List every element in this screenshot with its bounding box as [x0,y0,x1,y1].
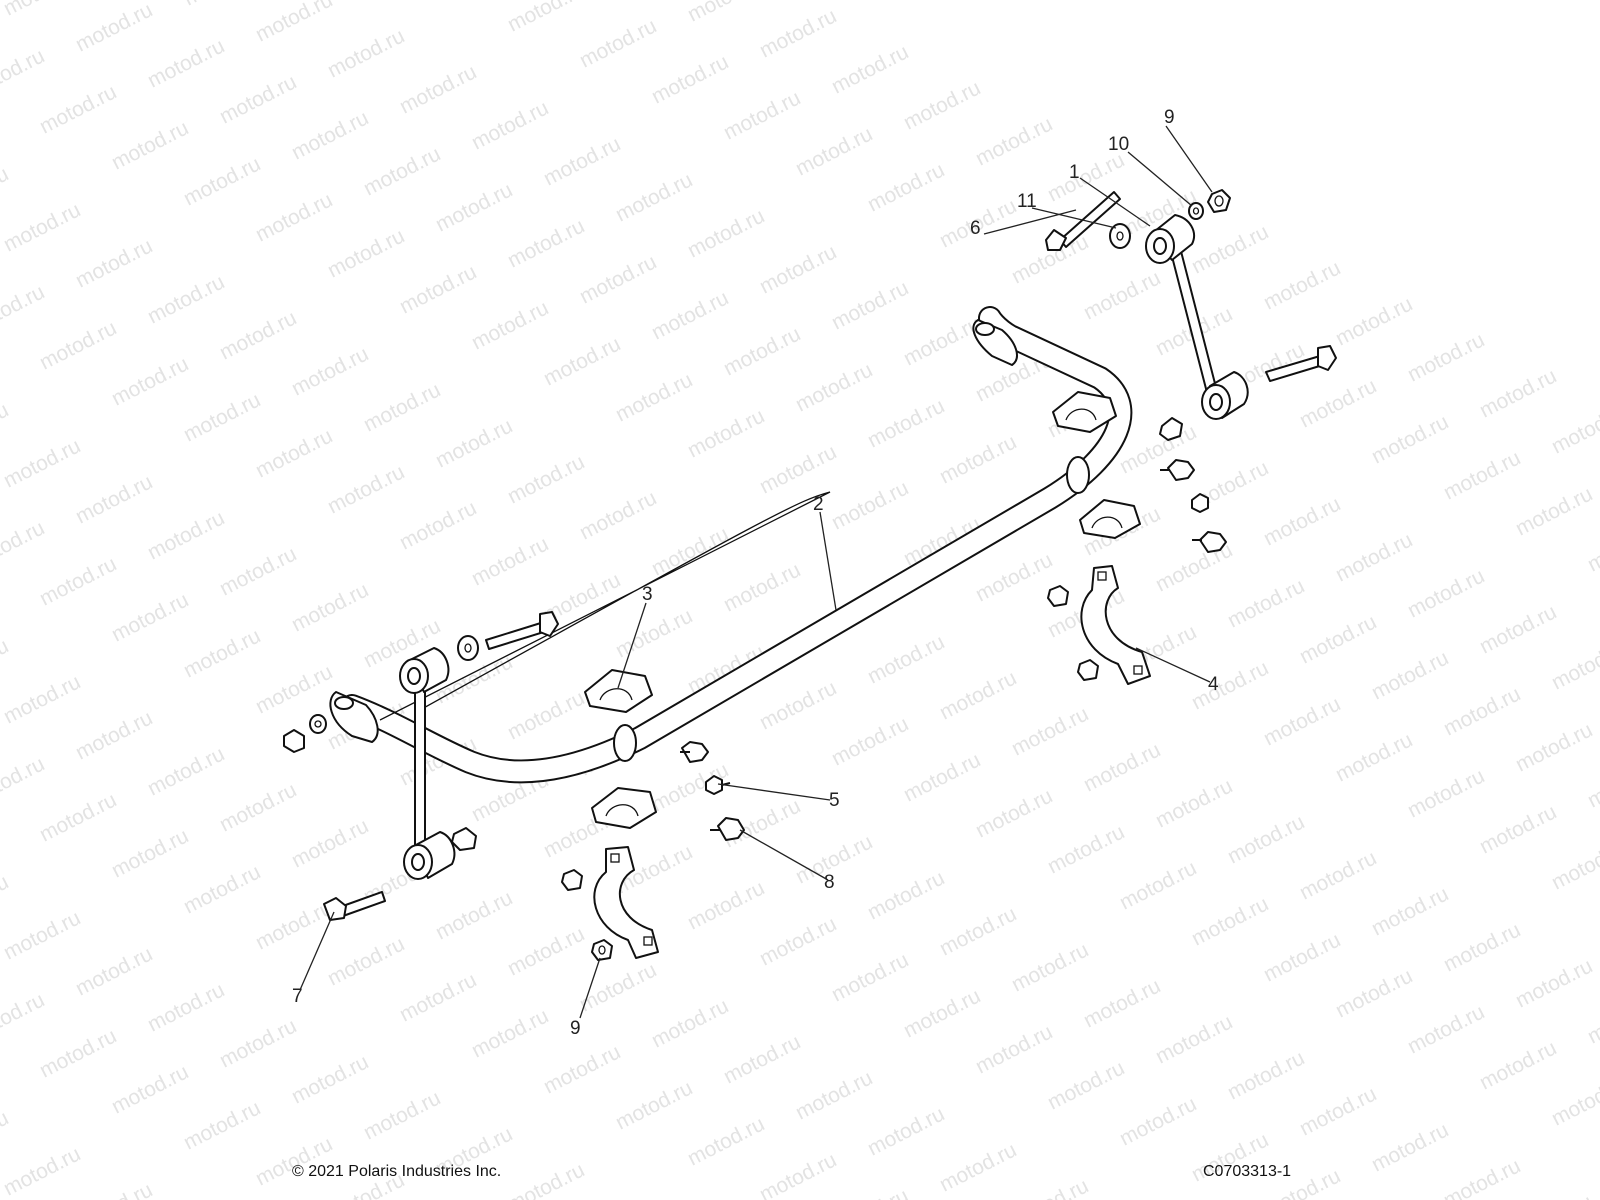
bushing-lower-right [1079,499,1141,539]
callout-5: 5 [829,790,840,811]
bushing-lower-left [591,787,657,829]
nut-right-link-bottom [1159,417,1183,441]
leader-lines [299,125,1213,1019]
callouts: 1 2 3 4 5 6 7 8 9 9 10 11 [292,107,1219,1039]
washer-left-end [309,714,327,734]
nut-9-lower [591,939,613,961]
bolt-right [1265,345,1337,382]
fastener-right [1191,493,1209,513]
rivet-right-1 [1160,459,1195,481]
rivet-right-2 [1192,531,1227,553]
washer-11 [1109,223,1131,249]
bolt-lower-left [323,891,386,921]
bushing-upper-left [584,669,653,713]
bolt-upper-right [1045,191,1121,251]
bushing-upper-right [1052,391,1117,433]
callout-2: 2 [813,494,824,515]
link-rod-right [1145,214,1249,420]
nut-clamp-right-bottom [1077,659,1099,681]
washer-center-left [457,635,479,661]
washer-10 [1188,202,1204,220]
callout-11: 11 [1017,191,1037,212]
callout-10: 10 [1108,134,1129,155]
nut-left-end [283,729,305,753]
clamp-right [1080,565,1151,685]
nut-lower-link [451,827,477,851]
bolt-center-left [485,611,559,650]
callout-6: 6 [970,218,981,239]
clamp-left [593,846,659,959]
callout-7: 7 [292,986,303,1007]
figure-id: C0703313-1 [1203,1163,1292,1180]
rivet-center-upper [680,741,709,763]
stabilizer-bar [329,306,1133,784]
nut-clamp-left-top [561,869,583,891]
nut-clamp-right-top [1047,585,1069,607]
rivet-8 [710,817,745,841]
nut-9-upper [1207,189,1231,213]
link-rod-left [399,647,456,880]
callout-3: 3 [642,584,653,605]
callout-9-lower: 9 [570,1018,581,1039]
callout-9-upper: 9 [1164,107,1175,128]
callout-4: 4 [1208,674,1219,695]
callout-1: 1 [1069,162,1080,183]
callout-8: 8 [824,872,835,893]
copyright-notice: © 2021 Polaris Industries Inc. [292,1163,502,1180]
